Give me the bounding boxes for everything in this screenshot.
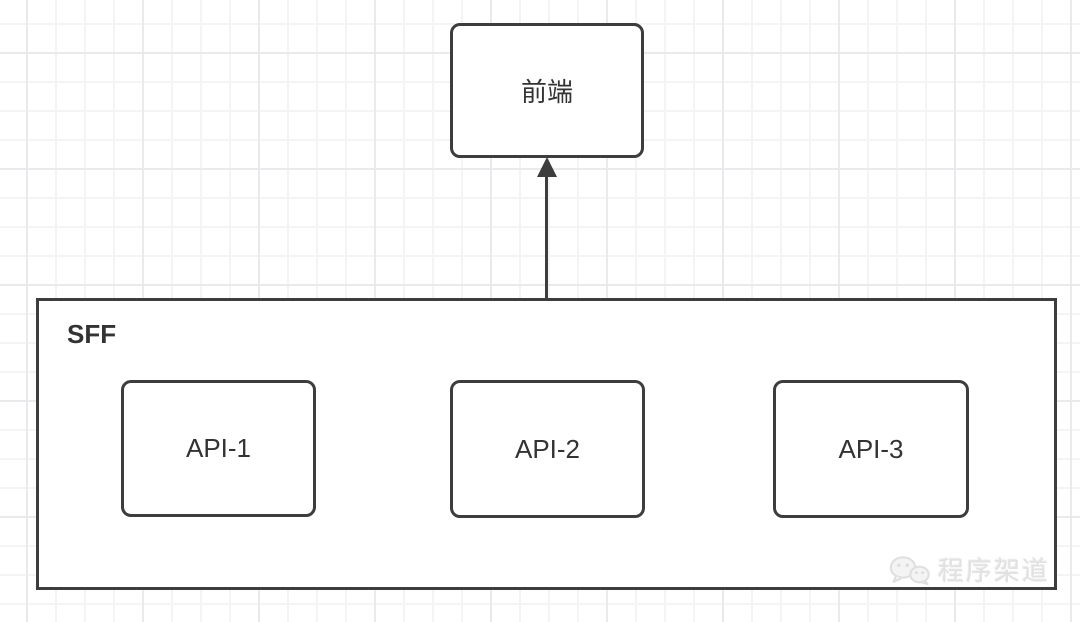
watermark: 程序架道	[888, 551, 1050, 588]
sff-label: SFF	[67, 319, 117, 349]
frontend-label: 前端	[520, 77, 573, 107]
api-3-label: API-3	[838, 433, 904, 464]
api-node-3: API-3	[773, 380, 969, 518]
frontend-node: 前端	[450, 23, 644, 158]
arrow-connector-line	[545, 174, 548, 298]
api-1-label: API-1	[185, 433, 252, 463]
wechat-chat-bubbles-icon	[889, 555, 930, 585]
api-node-2: API-2	[450, 380, 645, 518]
arrow-up-icon	[537, 157, 557, 177]
watermark-label: 程序架道	[938, 556, 1051, 586]
api-2-label: API-2	[514, 433, 581, 464]
api-node-1: API-1	[121, 380, 316, 517]
